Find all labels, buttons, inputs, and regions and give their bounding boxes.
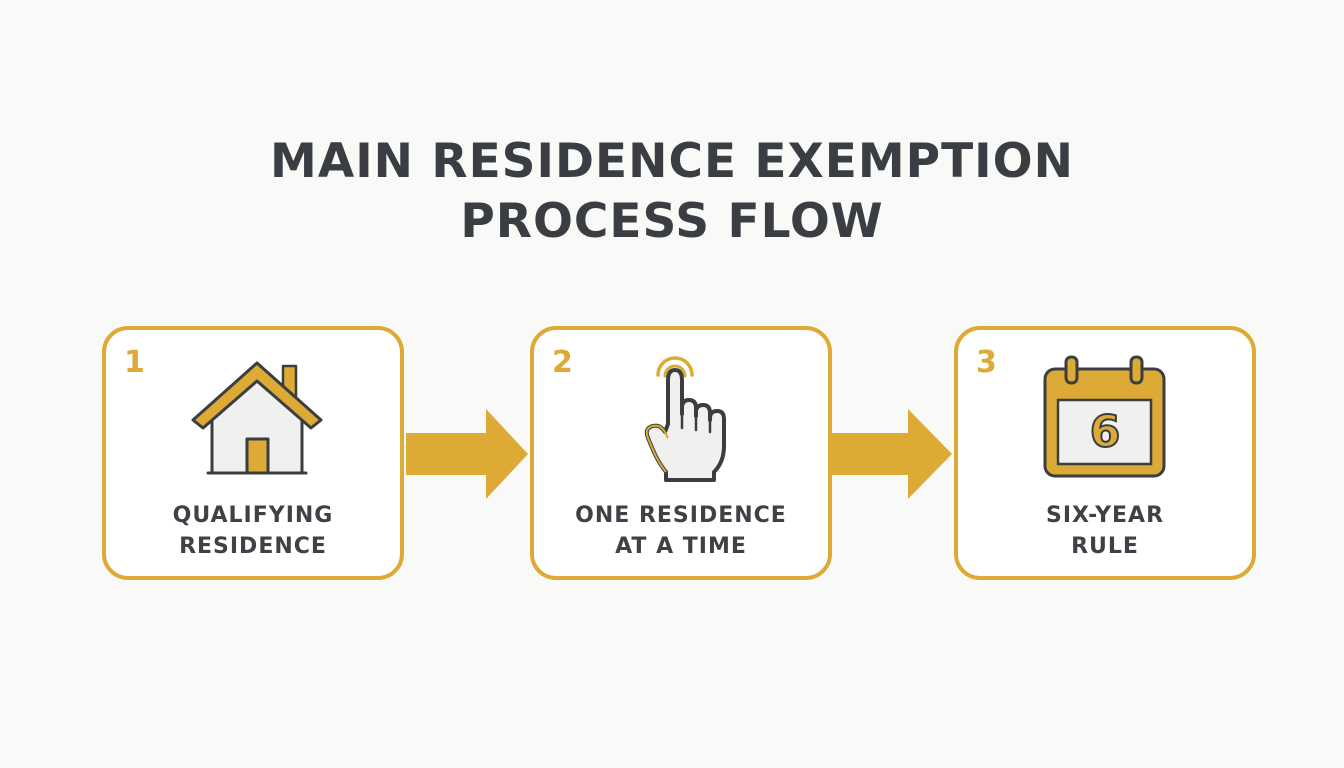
step-card-2: 2 ONE RESIDENCE AT A TIME xyxy=(530,326,832,580)
calendar-icon: 6 xyxy=(1043,355,1166,478)
arrow-right-icon xyxy=(832,409,952,499)
calendar-day-number: 6 xyxy=(1090,407,1121,458)
step-number: 1 xyxy=(124,345,145,380)
step-label: QUALIFYING RESIDENCE xyxy=(172,503,334,559)
title-line-1: MAIN RESIDENCE EXEMPTION xyxy=(270,134,1074,189)
pointing-hand-icon xyxy=(644,356,726,482)
house-icon xyxy=(191,361,323,475)
step-card-1: 1 QUALIFYING RESIDENCE xyxy=(102,326,404,580)
step-number: 2 xyxy=(552,345,573,380)
title-line-2: PROCESS FLOW xyxy=(460,194,884,249)
page-title: MAIN RESIDENCE EXEMPTION PROCESS FLOW xyxy=(0,132,1344,252)
step-number: 3 xyxy=(976,345,997,380)
step-card-3: 3 6 SIX-YEAR RULE xyxy=(954,326,1256,580)
step-label: ONE RESIDENCE AT A TIME xyxy=(575,503,787,559)
arrow-right-icon xyxy=(406,409,528,499)
step-label: SIX-YEAR RULE xyxy=(1045,503,1165,559)
